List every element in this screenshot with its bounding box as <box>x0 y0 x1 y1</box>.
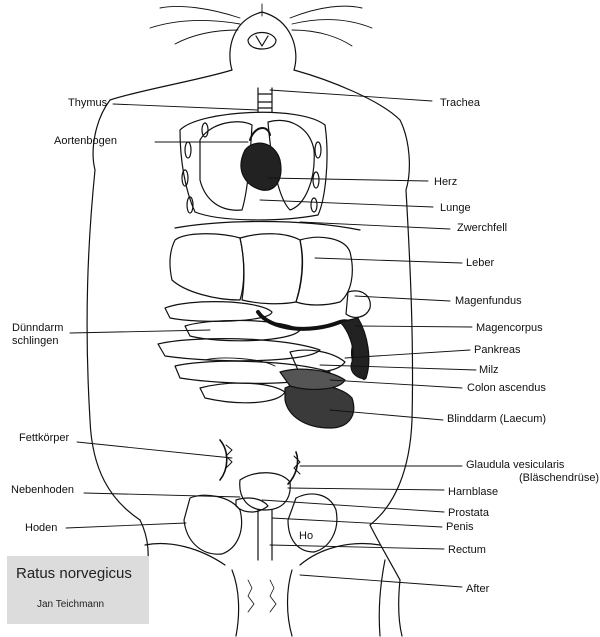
label-leber: Leber <box>466 257 495 269</box>
label-penis: Penis <box>446 521 474 533</box>
caption-title: Ratus norvegicus <box>16 565 132 582</box>
caption-box: Ratus norvegicus Jan Teichmann <box>7 556 149 624</box>
colon-ascending <box>279 368 346 390</box>
label-hoden: Hoden <box>25 522 58 534</box>
stomach <box>256 290 371 380</box>
label-rectum: Rectum <box>448 544 486 556</box>
diaphragm <box>174 220 361 231</box>
label-blinddarm: Blinddarm (Laecum) <box>447 413 547 425</box>
thorax <box>179 87 328 221</box>
label-aortenbogen: Aortenbogen <box>54 135 117 147</box>
label-trachea: Trachea <box>440 97 480 109</box>
label-duenndarm-line2: schlingen <box>12 335 59 347</box>
label-ho: Ho <box>299 530 314 542</box>
caecum <box>284 383 355 429</box>
label-colon: Colon ascendus <box>467 382 546 394</box>
leader-lines <box>65 89 477 588</box>
caption-author: Jan Teichmann <box>37 599 105 610</box>
label-duenndarm-line1: Dünndarm <box>12 322 64 334</box>
label-magenfundus: Magenfundus <box>455 295 522 307</box>
fat-bodies <box>219 439 301 485</box>
aortic-arch <box>249 127 271 141</box>
label-herz: Herz <box>434 176 458 188</box>
label-glaudula-line1: Glaudula vesicularis <box>466 459 565 471</box>
label-milz: Milz <box>479 364 499 376</box>
label-after: After <box>466 583 490 595</box>
label-prostata: Prostata <box>448 507 489 519</box>
head-outline <box>229 11 297 71</box>
label-fettkoerper: Fettkörper <box>19 432 70 444</box>
hind-region <box>144 542 403 637</box>
label-zwerchfell: Zwerchfell <box>457 222 508 234</box>
label-thymus: Thymus <box>68 97 108 109</box>
label-glaudula-line2: (Bläschendrüse) <box>519 472 600 484</box>
label-nebenhoden: Nebenhoden <box>11 484 75 496</box>
label-magencorpus: Magencorpus <box>476 322 543 334</box>
reproductive-organs <box>183 472 338 561</box>
whiskers <box>149 3 373 47</box>
label-lunge: Lunge <box>440 202 471 214</box>
label-harnblase: Harnblase <box>448 486 499 498</box>
label-pankreas: Pankreas <box>474 344 521 356</box>
liver <box>169 233 353 306</box>
